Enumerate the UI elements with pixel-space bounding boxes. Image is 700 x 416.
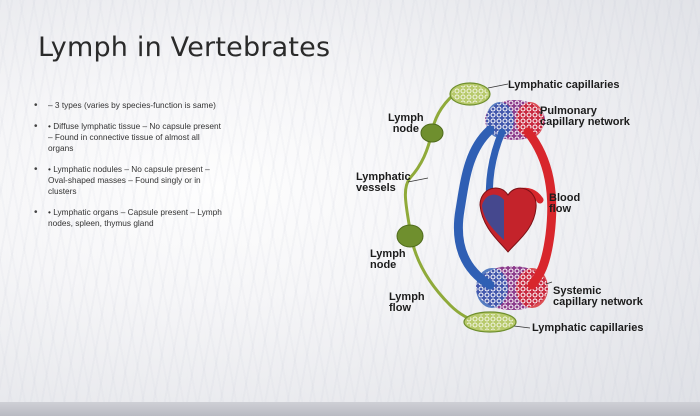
bullet-text: – 3 types (varies by species-function is… <box>48 100 274 111</box>
bullet-text: Oval-shaped masses – Found singly or in <box>48 175 274 186</box>
label-lymphatic-capillaries-top: Lymphatic capillaries <box>508 80 619 91</box>
bullet-item-diffuse: • • Diffuse lymphatic tissue – No capsul… <box>34 121 274 154</box>
leader-line <box>488 84 508 88</box>
bullet-marker: • <box>34 164 38 175</box>
lymphatic-capillaries-top <box>450 83 490 105</box>
heart <box>480 188 536 252</box>
label-line: flow <box>389 303 425 314</box>
label-lymphatic-vessels: Lymphatic vessels <box>356 172 411 194</box>
label-line: capillary network <box>540 117 630 128</box>
label-lymph-flow: Lymph flow <box>389 292 425 314</box>
lymphatic-capillaries-bottom <box>464 312 516 332</box>
bullet-item-organs: • • Lymphatic organs – Capsule present –… <box>34 207 274 229</box>
label-line: flow <box>549 204 580 215</box>
label-blood-flow: Blood flow <box>549 193 580 215</box>
label-lymph-node-bottom: Lymph node <box>370 249 406 271</box>
pulmonary-capillary-network <box>485 100 545 140</box>
label-systemic: Systemic capillary network <box>553 286 643 308</box>
bullet-item-nodules: • • Lymphatic nodules – No capsule prese… <box>34 164 274 197</box>
bullet-item-types: • – 3 types (varies by species-function … <box>34 100 274 111</box>
label-lymph-node-top: Lymph node <box>388 113 424 135</box>
bullet-text: • Lymphatic nodules – No capsule present… <box>48 164 274 175</box>
bullet-text: • Lymphatic organs – Capsule present – L… <box>48 207 274 218</box>
bullet-text: – Found in connective tissue of almost a… <box>48 132 274 143</box>
bullet-text: • Diffuse lymphatic tissue – No capsule … <box>48 121 274 132</box>
label-line: vessels <box>356 183 411 194</box>
label-pulmonary: Pulmonary capillary network <box>540 106 630 128</box>
slide-title: Lymph in Vertebrates <box>38 32 330 63</box>
bullet-marker: • <box>34 121 38 132</box>
bullet-text: nodes, spleen, thymus gland <box>48 218 274 229</box>
bullet-marker: • <box>34 207 38 218</box>
leader-line <box>514 326 530 328</box>
bullet-marker: • <box>34 100 38 111</box>
lymph-node-upper <box>421 124 443 142</box>
bullet-text: clusters <box>48 186 274 197</box>
label-line: node <box>388 124 424 135</box>
bullet-text: organs <box>48 143 274 154</box>
bullet-list: • – 3 types (varies by species-function … <box>34 100 274 239</box>
label-lymphatic-capillaries-bottom: Lymphatic capillaries <box>532 323 643 334</box>
lymph-node-lower <box>397 225 423 247</box>
label-line: node <box>370 260 406 271</box>
screen-bottom-edge <box>0 402 700 416</box>
label-line: capillary network <box>553 297 643 308</box>
